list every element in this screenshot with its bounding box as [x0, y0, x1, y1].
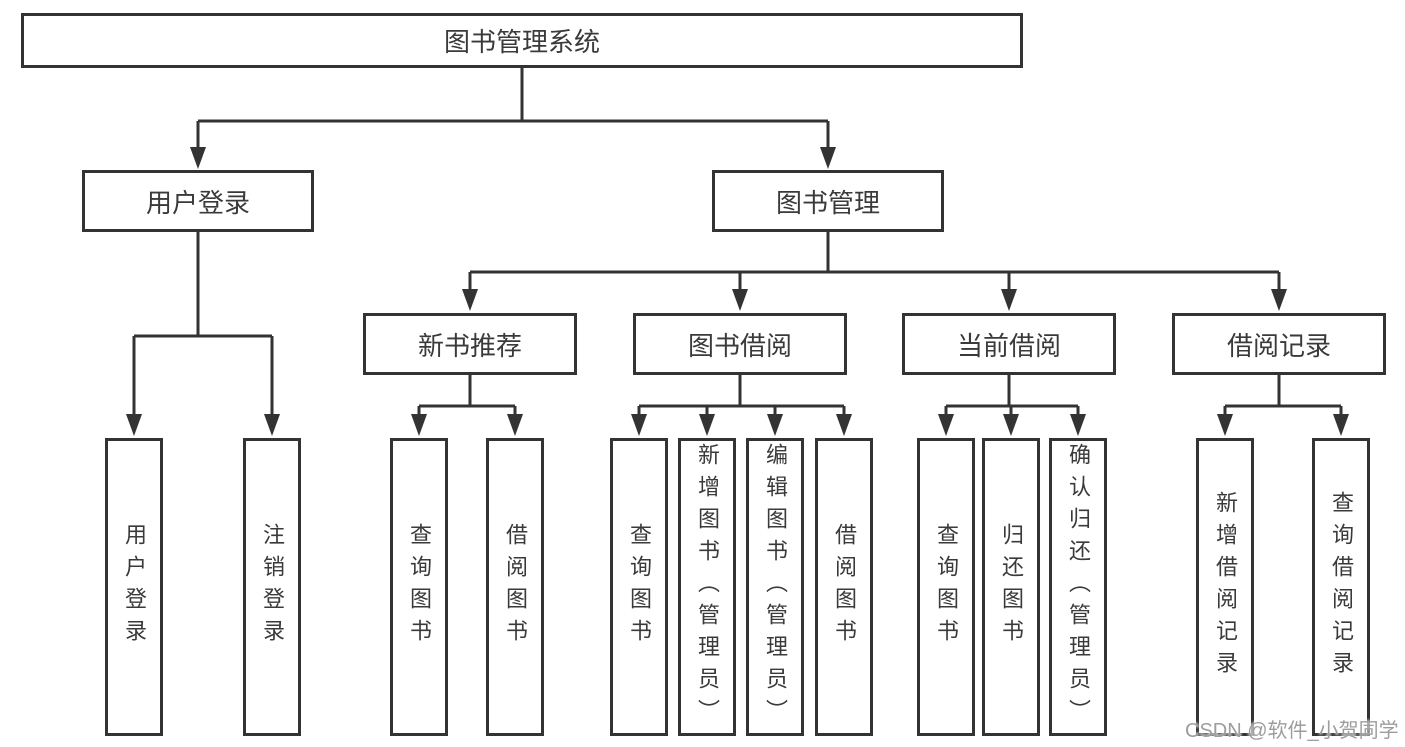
- node-borrow-records-label: 借阅记录: [1226, 330, 1331, 361]
- leaf-newbook-borrow-label: 借阅图书: [503, 523, 528, 651]
- connector-current-borrow: [944, 375, 1080, 420]
- leaf-return-book-label: 归还图书: [999, 523, 1024, 651]
- node-new-book-recommend-label: 新书推荐: [417, 330, 522, 361]
- leaf-add-borrow-record-label: 新增借阅记录: [1213, 491, 1238, 683]
- node-book-borrow: 图书借阅: [633, 313, 847, 375]
- connector-root: [196, 68, 830, 152]
- leaf-query-borrow-record: 查询借阅记录: [1312, 438, 1370, 736]
- leaf-borrow-book: 借阅图书: [815, 438, 873, 736]
- node-borrow-records: 借阅记录: [1172, 313, 1386, 375]
- leaf-current-query: 查询图书: [917, 438, 975, 736]
- leaf-current-query-label: 查询图书: [934, 523, 959, 651]
- node-user-login-label: 用户登录: [145, 187, 250, 218]
- leaf-newbook-query: 查询图书: [390, 438, 448, 736]
- node-book-management: 图书管理: [712, 170, 944, 232]
- node-book-borrow-label: 图书借阅: [687, 330, 792, 361]
- leaf-borrow-edit-book: 编辑图书（管理员）: [746, 438, 804, 736]
- connector-book-management: [468, 232, 1281, 294]
- leaf-borrow-query: 查询图书: [610, 438, 668, 736]
- node-new-book-recommend: 新书推荐: [363, 313, 577, 375]
- leaf-query-borrow-record-label: 查询借阅记录: [1329, 491, 1354, 683]
- leaf-borrow-query-label: 查询图书: [627, 523, 652, 651]
- leaf-borrow-add-book-label: 新增图书（管理员）: [695, 443, 720, 731]
- connector-borrow-records: [1223, 375, 1343, 420]
- node-user-login: 用户登录: [82, 170, 314, 232]
- leaf-newbook-query-label: 查询图书: [407, 523, 432, 651]
- node-current-borrow-label: 当前借阅: [956, 330, 1061, 361]
- leaf-logout-label: 注销登录: [260, 523, 285, 651]
- leaf-borrow-book-label: 借阅图书: [832, 523, 857, 651]
- arrowheads: [126, 147, 1349, 436]
- leaf-borrow-add-book: 新增图书（管理员）: [678, 438, 736, 736]
- leaf-confirm-return-label: 确认归还（管理员）: [1066, 443, 1091, 731]
- node-root: 图书管理系统: [21, 13, 1023, 68]
- leaf-user-login: 用户登录: [105, 438, 163, 736]
- connector-book-borrow: [637, 375, 846, 420]
- leaf-logout: 注销登录: [243, 438, 301, 736]
- node-current-borrow: 当前借阅: [902, 313, 1116, 375]
- connector-user-login: [132, 232, 274, 420]
- node-root-label: 图书管理系统: [443, 27, 600, 57]
- leaf-borrow-edit-book-label: 编辑图书（管理员）: [763, 443, 788, 731]
- leaf-confirm-return: 确认归还（管理员）: [1049, 438, 1107, 736]
- leaf-user-login-label: 用户登录: [122, 523, 147, 651]
- csdn-watermark: CSDN @软件_小贺同学: [1185, 720, 1399, 742]
- node-book-management-label: 图书管理: [775, 187, 880, 218]
- leaf-newbook-borrow: 借阅图书: [486, 438, 544, 736]
- leaf-add-borrow-record: 新增借阅记录: [1196, 438, 1254, 736]
- leaf-return-book: 归还图书: [982, 438, 1040, 736]
- connector-new-book: [417, 375, 517, 420]
